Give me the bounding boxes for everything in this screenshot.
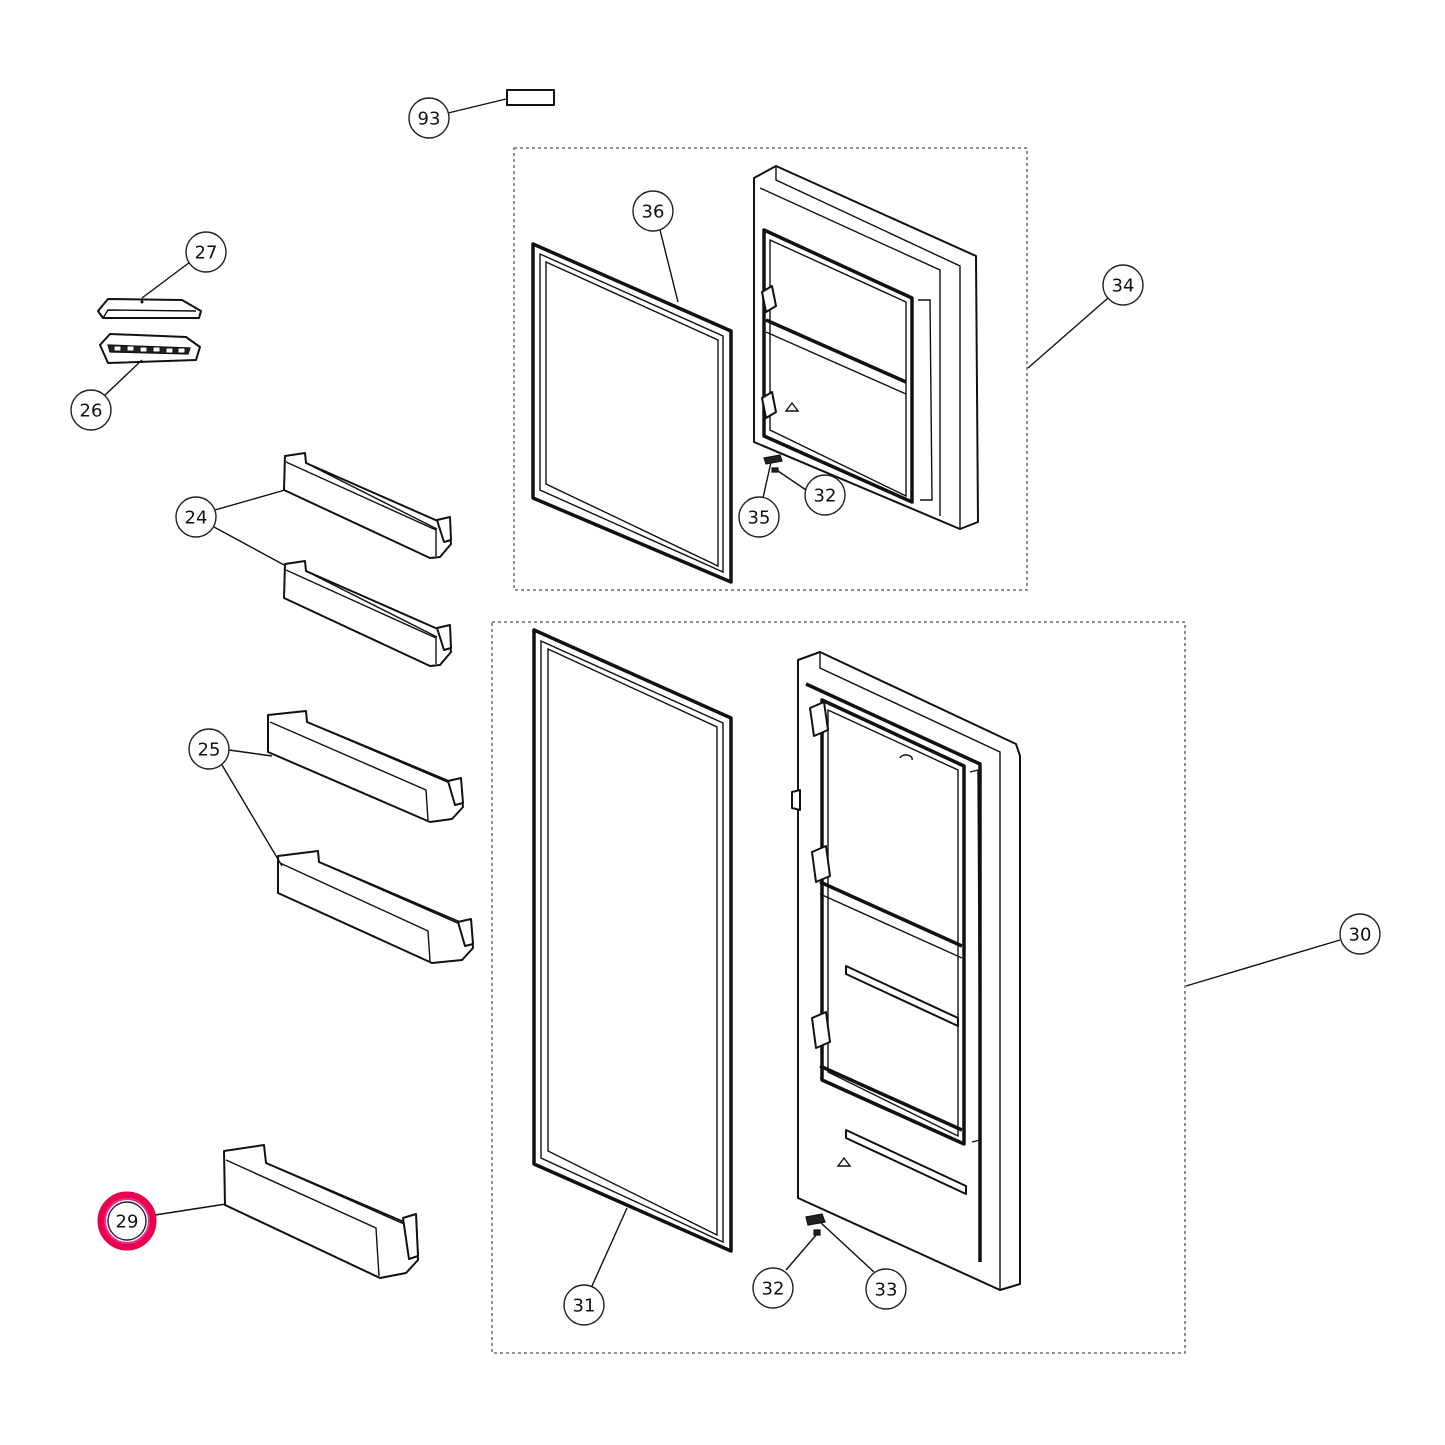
leader-29 xyxy=(154,1203,227,1216)
highlight-ring-29-inner xyxy=(104,1198,150,1244)
callout-36[interactable]: 36 xyxy=(632,190,674,232)
part-34-upper-door-liner xyxy=(753,165,979,530)
callout-26-label: 26 xyxy=(80,401,103,422)
callout-36-label: 36 xyxy=(642,202,665,223)
part-24-door-bin-upper xyxy=(283,452,452,559)
callout-29-label: 29 xyxy=(116,1212,139,1233)
callout-31-label: 31 xyxy=(573,1296,596,1317)
leader-25a xyxy=(228,749,273,757)
callout-32-upper-label: 32 xyxy=(814,486,837,507)
leader-27 xyxy=(141,261,191,299)
leader-25b xyxy=(221,764,283,867)
leader-24a xyxy=(214,489,286,511)
part-32-screw-lower xyxy=(813,1229,821,1236)
part-35-hinge-cap xyxy=(763,454,783,465)
leader-30 xyxy=(1185,939,1341,987)
leader-32a xyxy=(777,470,807,491)
callout-32-lower[interactable]: 32 xyxy=(752,1267,794,1309)
part-25-door-bin-lower xyxy=(277,850,474,964)
callout-35[interactable]: 35 xyxy=(738,496,780,538)
leader-32b xyxy=(785,1233,818,1271)
callout-33[interactable]: 33 xyxy=(865,1268,907,1310)
part-30-lower-door-liner xyxy=(791,651,1021,1291)
upper-door-assembly-frame xyxy=(513,147,1028,591)
callout-30-label: 30 xyxy=(1349,925,1372,946)
leader-24b xyxy=(213,526,287,567)
callout-26[interactable]: 26 xyxy=(70,389,112,431)
part-26-ice-tray xyxy=(99,333,201,364)
callout-33-label: 33 xyxy=(875,1280,898,1301)
part-31-lower-door-gasket xyxy=(532,628,733,1253)
callout-25[interactable]: 25 xyxy=(188,728,230,770)
callout-24-label: 24 xyxy=(185,508,208,529)
leader-33 xyxy=(819,1221,875,1273)
leader-93 xyxy=(447,98,507,114)
callout-27[interactable]: 27 xyxy=(185,231,227,273)
part-29-door-bin-bottom xyxy=(223,1144,419,1279)
callout-34[interactable]: 34 xyxy=(1102,264,1144,306)
callout-24[interactable]: 24 xyxy=(175,496,217,538)
callout-32-lower-label: 32 xyxy=(762,1279,785,1300)
callout-93-label: 93 xyxy=(418,109,441,130)
callout-27-label: 27 xyxy=(195,243,218,264)
callout-25-label: 25 xyxy=(198,740,221,761)
lower-door-assembly-frame xyxy=(491,621,1186,1354)
leader-26 xyxy=(103,359,143,397)
callout-31[interactable]: 31 xyxy=(563,1284,605,1326)
callout-30[interactable]: 30 xyxy=(1339,913,1381,955)
part-25-door-bin-upper xyxy=(267,710,464,823)
part-24-door-bin-lower xyxy=(283,560,452,667)
leader-36 xyxy=(659,229,679,303)
callout-29[interactable]: 29 xyxy=(107,1201,147,1241)
part-32-screw-upper xyxy=(771,467,779,473)
highlight-ring-29 xyxy=(97,1191,157,1251)
part-27-ice-tray-lid xyxy=(97,298,202,319)
leader-34 xyxy=(1027,297,1109,369)
leader-31 xyxy=(591,1207,628,1287)
callout-93[interactable]: 93 xyxy=(408,97,450,139)
part-93-label-plate xyxy=(506,89,555,106)
callout-34-label: 34 xyxy=(1112,276,1135,297)
part-36-upper-door-gasket xyxy=(531,242,733,584)
callout-32-upper[interactable]: 32 xyxy=(804,474,846,516)
callout-35-label: 35 xyxy=(748,508,771,529)
leader-35 xyxy=(762,461,772,499)
